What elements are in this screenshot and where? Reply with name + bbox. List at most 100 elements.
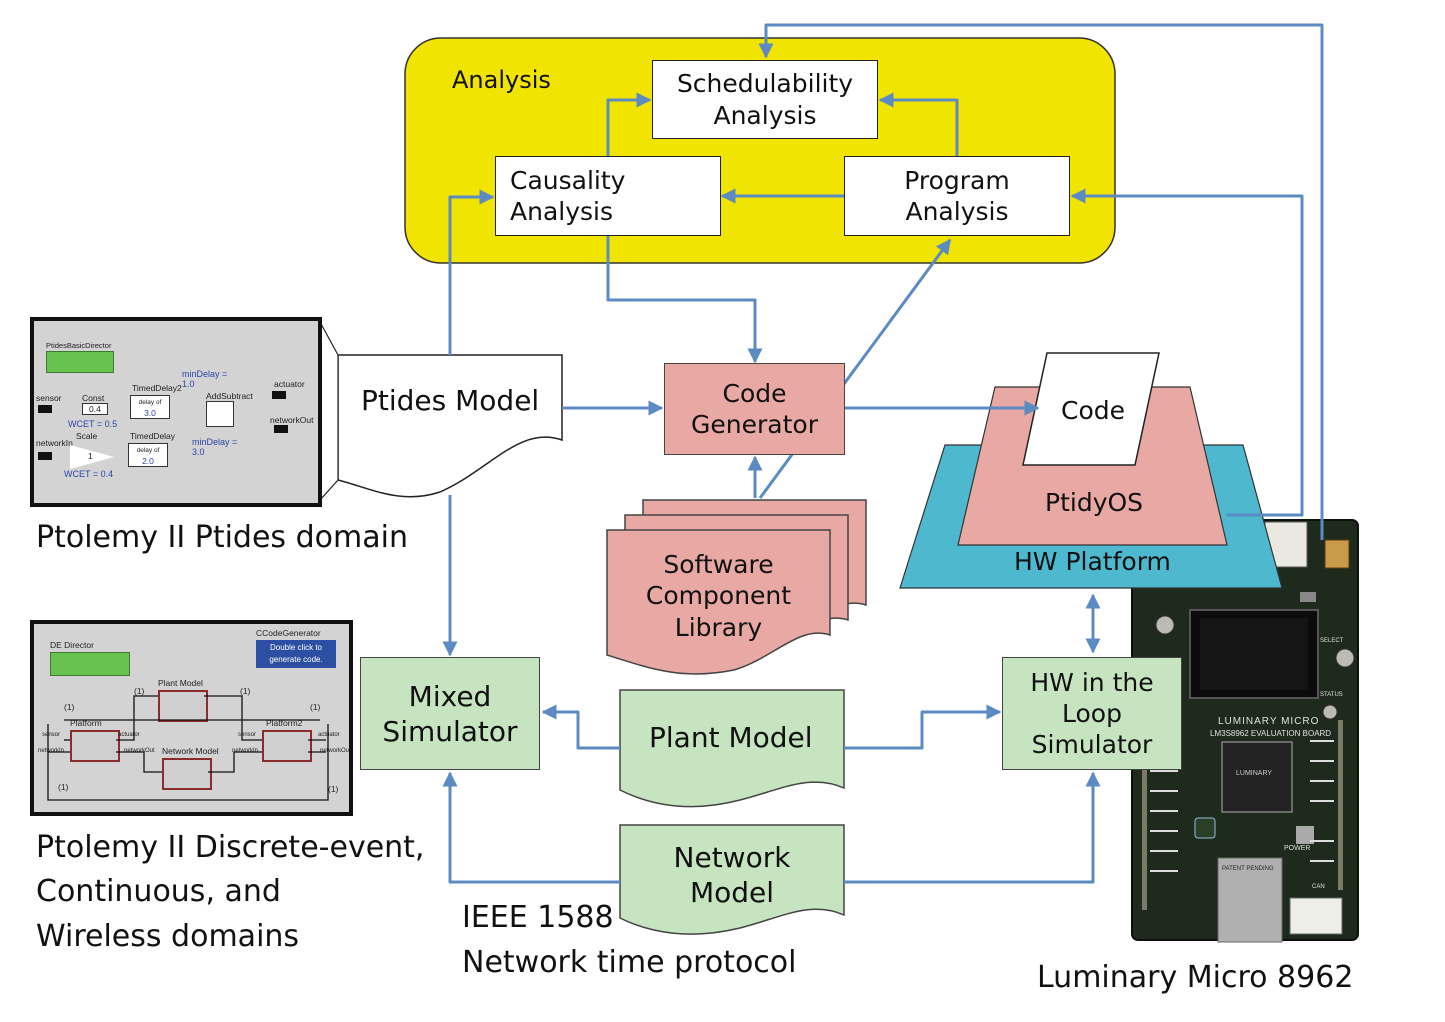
de-thumbnail: DE Director CCodeGenerator Double click … bbox=[30, 620, 353, 816]
luminary-board-image bbox=[1131, 519, 1359, 943]
causality-line1: Causality bbox=[510, 165, 626, 195]
arrow-plant-to-hil bbox=[844, 704, 1002, 750]
ptides-mindelay2-b: 3.0 bbox=[192, 447, 205, 457]
ieee-caption-1: IEEE 1588 bbox=[462, 900, 614, 935]
library-line2: Component bbox=[645, 581, 792, 611]
arrow-causality-to-codegen bbox=[606, 236, 763, 364]
de-networkout-right: networkOut bbox=[320, 748, 351, 754]
ptidyos-label: PtidyOS bbox=[1045, 488, 1144, 517]
ptides-sensor: sensor bbox=[36, 393, 62, 403]
network-line2: Model bbox=[689, 876, 775, 909]
de-one-b: (1) bbox=[134, 686, 145, 696]
arrow-library-to-program bbox=[758, 238, 952, 499]
de-director-label: DE Director bbox=[50, 640, 94, 650]
software-library-label: Software Component Library bbox=[607, 540, 830, 652]
de-codegen-button-line2: generate code. bbox=[269, 655, 323, 664]
ptides-sensor-port bbox=[38, 405, 52, 413]
de-networkin-left: networkIn bbox=[38, 748, 65, 754]
de-platform-label: Platform bbox=[70, 718, 102, 728]
ptides-director-icon bbox=[46, 351, 114, 373]
hil-simulator-box: HW in the Loop Simulator bbox=[1002, 657, 1182, 770]
mixed-line2: Simulator bbox=[382, 714, 518, 748]
de-actuator-right: actuator bbox=[318, 732, 340, 738]
mixed-simulator-box: Mixed Simulator bbox=[360, 657, 540, 770]
program-analysis-box: Program Analysis bbox=[844, 156, 1070, 236]
code-generator-box: Code Generator bbox=[664, 363, 845, 455]
causality-analysis-box: Causality Analysis bbox=[495, 156, 721, 236]
de-network-model-block bbox=[162, 758, 212, 790]
de-director-icon bbox=[50, 652, 130, 676]
mixed-line1: Mixed bbox=[408, 679, 492, 713]
ptides-scale-val: 1 bbox=[88, 451, 93, 461]
code-label: Code bbox=[1061, 396, 1126, 425]
schedulability-analysis-box: Schedulability Analysis bbox=[652, 60, 878, 139]
ptides-delay-val: 2.0 bbox=[142, 456, 154, 466]
arrow-plant-to-mixed bbox=[541, 704, 620, 750]
de-networkout-left: networkOut bbox=[124, 748, 155, 754]
ptides-delay-of: delay of bbox=[136, 447, 160, 454]
codegen-line1: Code bbox=[722, 378, 787, 408]
hw-platform-label: HW Platform bbox=[1014, 547, 1171, 576]
code-shape bbox=[1022, 352, 1160, 466]
schedulability-line1: Schedulability bbox=[676, 69, 854, 99]
de-one-f: (1) bbox=[328, 784, 339, 794]
schedulability-line2: Analysis bbox=[713, 100, 817, 130]
de-codegen-label: CCodeGenerator bbox=[256, 628, 321, 638]
network-model-shape bbox=[619, 824, 845, 935]
arrow-ptides-to-causality bbox=[448, 189, 495, 355]
ptides-wcet05: WCET = 0.5 bbox=[68, 419, 118, 429]
de-domain-caption-1: Ptolemy II Discrete-event, bbox=[36, 830, 425, 865]
ptides-actuator-port bbox=[272, 391, 286, 399]
de-codegen-button-line1: Double click to bbox=[269, 643, 323, 652]
ptides-model-label: Ptides Model bbox=[361, 384, 540, 417]
ptides-delay2-of: delay of bbox=[138, 399, 162, 406]
ptides-mindelay2-a: minDelay = bbox=[192, 437, 238, 447]
de-codegen-button[interactable]: Double click to generate code. bbox=[256, 640, 336, 668]
ptides-timeddelay2: TimedDelay2 bbox=[132, 383, 182, 393]
de-one-c: (1) bbox=[240, 686, 251, 696]
de-plant-model-label: Plant Model bbox=[158, 678, 203, 688]
ptides-addsubtract: AddSubtract bbox=[206, 391, 253, 401]
ptides-scale-triangle bbox=[70, 445, 114, 469]
ptides-timeddelay: TimedDelay bbox=[130, 431, 176, 441]
ptides-networkout: networkOut bbox=[270, 415, 314, 425]
de-domain-caption-2: Continuous, and bbox=[36, 874, 281, 909]
board-patent: PATENT PENDING bbox=[1222, 866, 1274, 872]
de-domain-caption-3: Wireless domains bbox=[36, 919, 300, 954]
ptides-addsubtract-icon bbox=[206, 401, 234, 427]
ptides-delay-box: delay of 2.0 bbox=[128, 443, 168, 467]
de-one-e: (1) bbox=[58, 782, 69, 792]
ptides-mindelay1-a: minDelay = bbox=[182, 369, 228, 379]
network-line1: Network bbox=[673, 841, 791, 874]
causality-line2: Analysis bbox=[510, 197, 614, 226]
de-actuator-left: actuator bbox=[118, 732, 140, 738]
hil-line2: Loop bbox=[1062, 698, 1122, 728]
ptides-networkin: networkIn bbox=[36, 438, 73, 448]
analysis-title: Analysis bbox=[452, 66, 551, 94]
board-power: POWER bbox=[1284, 845, 1311, 852]
de-platform2-block bbox=[262, 730, 312, 762]
ptides-thumbnail: PtidesBasicDirector sensor Const 0.4 Tim… bbox=[30, 317, 322, 507]
de-platform2-label: Platform2 bbox=[266, 718, 303, 728]
ptides-director-label: PtidesBasicDirector bbox=[46, 341, 112, 350]
network-model-label: Network Model bbox=[620, 835, 844, 915]
library-line1: Software bbox=[663, 550, 774, 580]
de-networkin-right: networkIn bbox=[232, 748, 259, 754]
de-network-model-label: Network Model bbox=[162, 746, 219, 756]
board-select: SELECT bbox=[1320, 638, 1344, 644]
ptides-model-shape bbox=[337, 354, 563, 498]
arrow-ptidyos-to-program bbox=[1070, 188, 1304, 517]
de-sensor-left: sensor bbox=[42, 732, 61, 738]
plant-model-shape bbox=[619, 689, 845, 808]
ieee-caption-2: Network time protocol bbox=[462, 945, 797, 980]
ptides-networkin-port bbox=[38, 452, 52, 460]
ptides-const: Const bbox=[82, 393, 105, 403]
board-brand: LUMINARY MICRO bbox=[1218, 716, 1320, 727]
de-sensor-right: sensor bbox=[238, 732, 257, 738]
arrow-network-to-hil bbox=[844, 771, 1101, 884]
de-one-d: (1) bbox=[310, 702, 321, 712]
de-one-a: (1) bbox=[64, 702, 75, 712]
ptides-networkout-port bbox=[274, 425, 288, 433]
arrow-program-to-schedulability bbox=[878, 92, 959, 157]
de-platform-block bbox=[70, 730, 120, 762]
